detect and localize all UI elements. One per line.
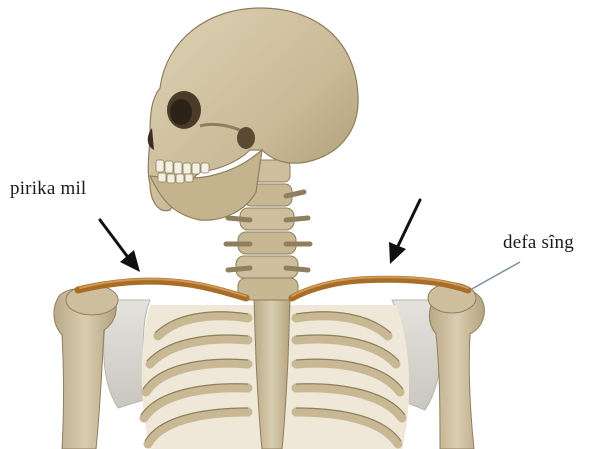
arrow-down-right-icon: [100, 220, 140, 272]
arrow-down-left-icon: [389, 200, 420, 264]
label-pointer-line: [470, 262, 520, 290]
right-clavicle-label: defa sîng: [503, 232, 574, 254]
ear-opening: [237, 127, 255, 149]
left-clavicle-label: pirika mil: [10, 178, 86, 200]
